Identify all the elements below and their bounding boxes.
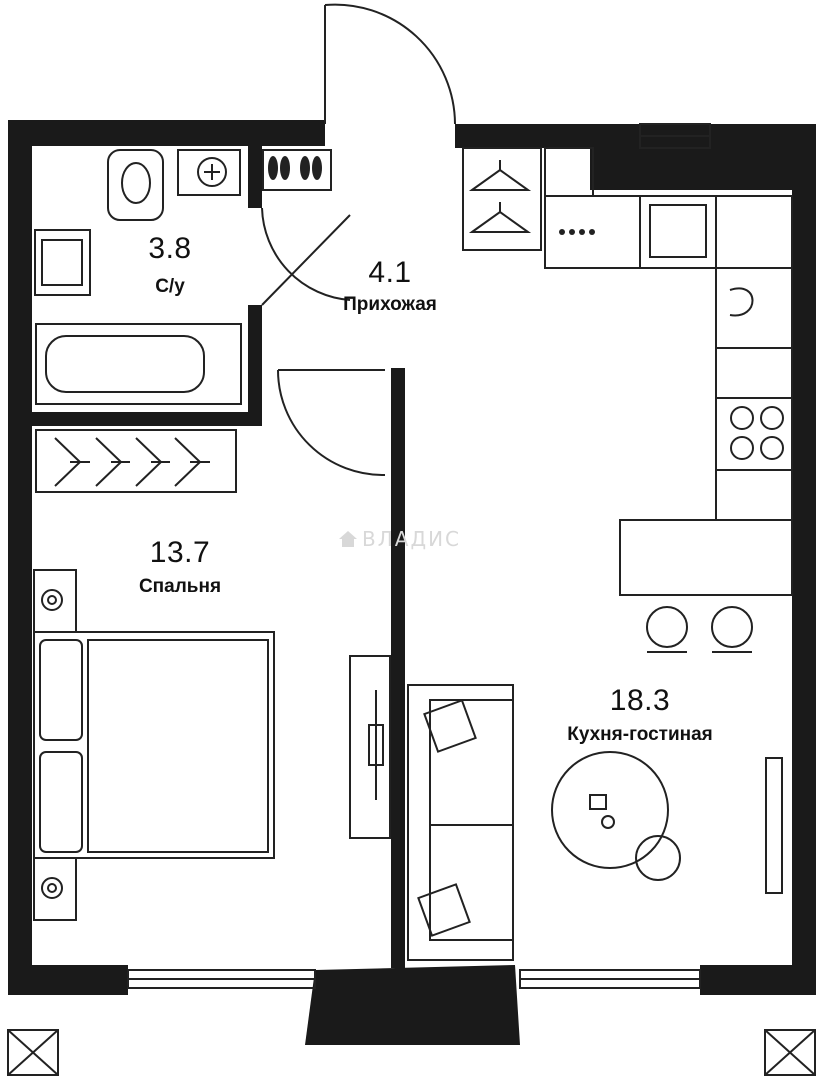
radiator: [765, 757, 783, 894]
kitchen-living-area: 18.3: [609, 684, 671, 717]
watermark: ВЛАДИС: [338, 527, 461, 551]
nightstands: [33, 569, 77, 921]
tv-unit: [349, 655, 391, 839]
watermark-text: ВЛАДИС: [362, 527, 461, 551]
walls: [8, 120, 816, 1045]
entrance-door: [324, 3, 456, 125]
stove-dots: [559, 229, 595, 235]
kitchen-living-name: Кухня-гостиная: [567, 724, 713, 745]
bathroom-area: 3.8: [148, 232, 192, 265]
bedroom-door: [277, 369, 386, 477]
shoes-icon: [268, 156, 322, 180]
hallway-wardrobe: [462, 147, 542, 251]
bedroom-name: Спальня: [138, 576, 222, 597]
sofa: [407, 684, 514, 961]
bathroom-door: [261, 207, 351, 306]
bed: [33, 631, 275, 859]
hallway-name: Прихожая: [343, 294, 437, 315]
house-logo-icon: [339, 531, 357, 547]
dining-table: [551, 751, 681, 881]
kitchen-counter: [544, 147, 793, 653]
bedroom-area: 13.7: [149, 536, 211, 569]
windows: [127, 123, 711, 989]
corner-boxes: [7, 1029, 816, 1076]
bathroom-name: С/у: [155, 276, 185, 297]
bathroom-fixtures: [34, 149, 332, 493]
hallway-area: 4.1: [368, 256, 412, 289]
